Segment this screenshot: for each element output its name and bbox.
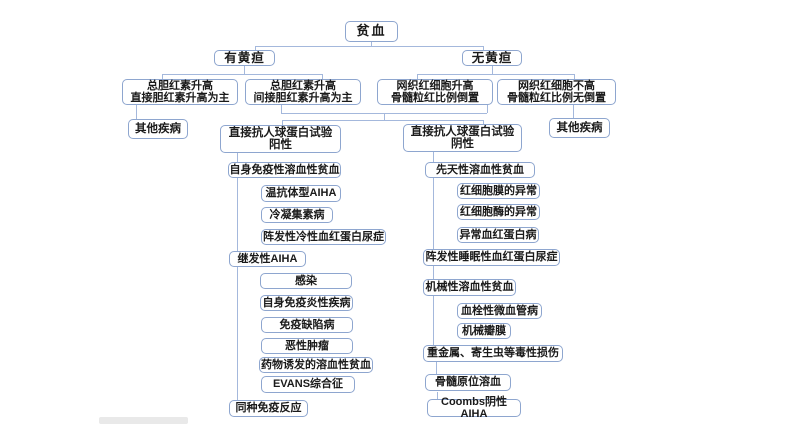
node-other-disease-right: 其他疾病 [549,118,610,138]
node-pch: 阵发性冷性血红蛋白尿症 [261,229,386,245]
connector-line [255,46,484,47]
node-abnormal-hemoglobin: 异常血红蛋白病 [457,227,539,243]
node-dat-positive: 直接抗人球蛋白试验 阳性 [220,125,341,153]
connector-line [282,120,283,126]
connector-line [574,74,575,80]
node-drug-induced: 药物诱发的溶血性贫血 [259,357,373,373]
connector-line [322,74,323,80]
node-aiha: 自身免疫性溶血性贫血 [228,162,341,178]
connector-line [433,296,434,345]
connector-line [437,392,438,399]
connector-line [281,105,282,113]
node-reticulocyte-normal: 网织红细胞不高 骨髓粒红比例无倒置 [497,79,616,105]
connector-line [162,74,322,75]
node-rbc-membrane: 红细胞膜的异常 [457,183,540,199]
connector-line [433,152,434,162]
decor-gray-bar [99,417,188,424]
node-secondary-aiha: 继发性AIHA [229,251,306,267]
connector-line [237,153,238,162]
connector-line [371,42,372,46]
node-rbc-enzyme: 红细胞酶的异常 [457,204,540,220]
node-congenital-hemolytic: 先天性溶血性贫血 [425,162,535,178]
node-toxic-injury: 重金属、寄生虫等毒性损伤 [423,345,563,362]
node-bilirubin-indirect: 总胆红素升高 间接胆红素升高为主 [245,79,361,105]
connector-line [483,46,484,51]
node-tma: 血栓性微血管病 [457,303,542,319]
connector-line [255,46,256,51]
connector-line [282,120,483,121]
node-evans-syndrome: EVANS综合征 [261,376,355,393]
node-bilirubin-direct: 总胆红素升高 直接胆红素升高为主 [122,79,238,105]
node-pnh: 阵发性睡眠性血红蛋白尿症 [423,249,560,266]
node-malignancy: 恶性肿瘤 [261,338,353,354]
connector-line [162,74,163,80]
connector-line [573,105,574,118]
node-cold-agglutinin: 冷凝集素病 [261,207,333,223]
node-coombs-negative-aiha: Coombs阴性AIHA [427,396,521,420]
node-jaundice-yes: 有黄疸 [214,50,275,66]
connector-line [436,362,437,374]
node-marrow-hemolysis: 骨髓原位溶血 [425,374,511,391]
node-jaundice-no: 无黄疸 [462,50,522,66]
node-infection: 感染 [260,273,352,289]
node-warm-aiha: 温抗体型AIHA [261,185,341,202]
connector-line [433,178,434,249]
node-other-disease-left: 其他疾病 [128,119,188,139]
connector-line [237,178,238,251]
connector-line [433,266,434,279]
node-alloimmune: 同种免疫反应 [229,400,308,417]
connector-line [136,105,137,119]
node-mechanical-valve: 机械瓣膜 [457,323,511,339]
node-autoimmune-inflammatory: 自身免疫炎性疾病 [260,295,353,311]
node-mechanical-hemolytic: 机械性溶血性贫血 [423,279,516,296]
node-reticulocyte-high: 网织红细胞升高 骨髓粒红比例倒置 [377,79,493,105]
connector-line [492,66,493,74]
connector-line [487,105,488,113]
node-dat-negative: 直接抗人球蛋白试验 阴性 [403,124,522,152]
connector-line [417,74,418,80]
connector-line [483,120,484,125]
node-immunodeficiency: 免疫缺陷病 [261,317,353,333]
connector-line [417,74,574,75]
connector-line [237,267,238,400]
connector-line [244,66,245,74]
connector-line [384,113,385,120]
node-anemia: 贫血 [345,21,398,42]
